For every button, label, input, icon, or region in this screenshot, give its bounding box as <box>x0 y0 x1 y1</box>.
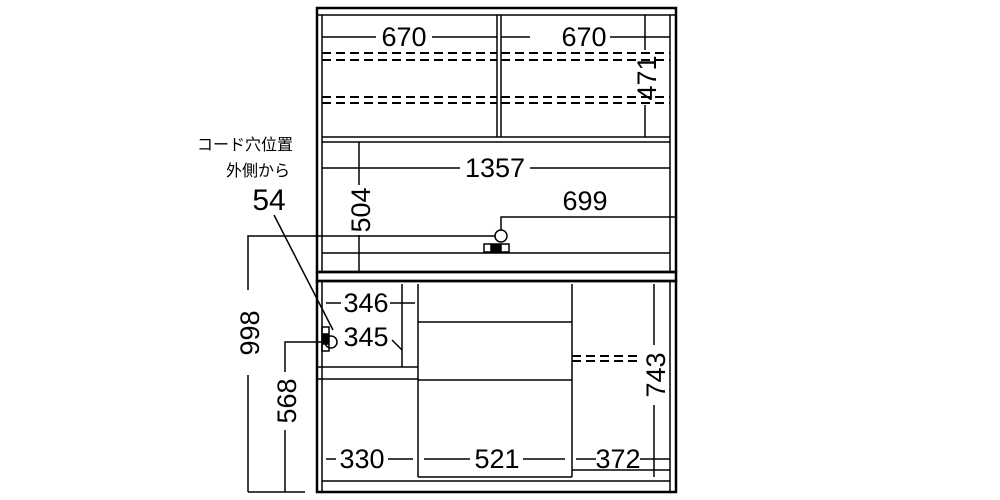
dim-upper-right-width: 670 <box>561 22 606 52</box>
countertop <box>315 270 678 283</box>
annotation-value: 54 <box>252 184 285 217</box>
lower-cabinet <box>315 279 678 494</box>
dim-cord-hole-from-right: 699 <box>562 186 607 216</box>
dim-total-height-to-cord: 998 <box>235 310 265 355</box>
cord-hole-upper <box>483 229 510 253</box>
dim-bottom-left-width: 330 <box>339 444 384 474</box>
annotation-line2: 外側から <box>226 161 290 180</box>
dim-right-height: 743 <box>641 352 671 397</box>
dimension-lines <box>247 15 676 493</box>
dim-upper-left-width: 670 <box>381 22 426 52</box>
dim-lower-left-height: 345 <box>343 322 388 352</box>
dim-cord-hole-height: 568 <box>272 378 302 423</box>
dim-opening-height: 504 <box>346 187 376 232</box>
annotation-line1: コード穴位置 <box>197 135 293 154</box>
dim-upper-shelf-height: 471 <box>632 55 662 100</box>
dim-bottom-center-width: 521 <box>474 444 519 474</box>
dim-lower-left-width: 346 <box>343 288 388 318</box>
dim-inner-width: 1357 <box>465 153 525 183</box>
dim-bottom-right-width: 372 <box>595 444 640 474</box>
cord-hole-lower <box>321 326 338 352</box>
